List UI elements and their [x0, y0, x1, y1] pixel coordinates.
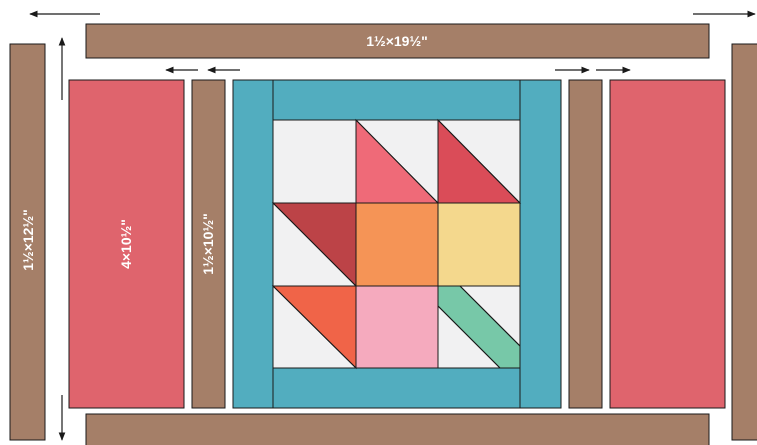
flower-block	[273, 120, 520, 368]
light-pink-square	[356, 286, 438, 368]
right-wide-panel	[610, 80, 725, 408]
right-outer-strip	[732, 44, 757, 440]
top-strip-label: 1½×19½"	[366, 33, 428, 49]
right-inner-strip	[569, 80, 602, 408]
yellow-square	[438, 203, 520, 286]
left-wide-panel-label: 4×10½"	[118, 219, 134, 269]
left-outer-strip-label: 1½×12½"	[20, 209, 36, 271]
left-inner-strip-label: 1½×10½"	[200, 213, 216, 275]
orange-square	[356, 203, 438, 286]
bottom-strip	[86, 414, 709, 445]
